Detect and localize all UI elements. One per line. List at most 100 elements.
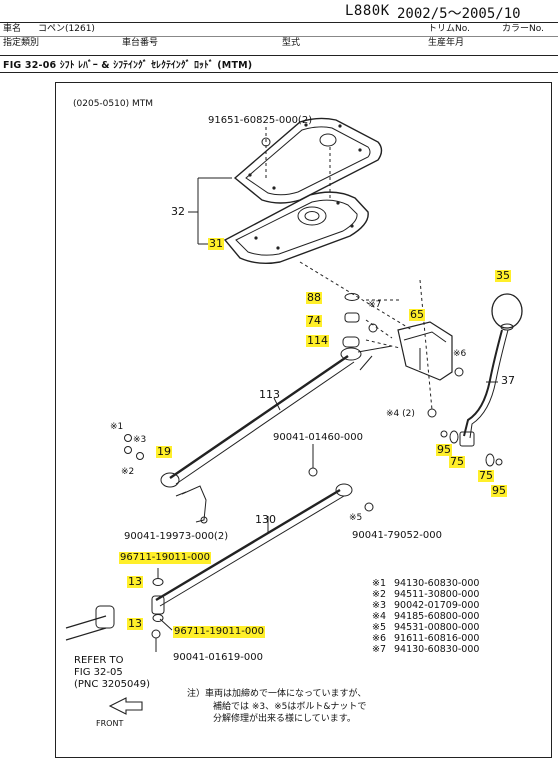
shaft-joint [95,605,115,629]
front-arrow [108,697,143,715]
refer-line-1: REFER TO [74,655,124,666]
repair-note: 注）車両は加締めで一体になっていますが、 補給では ※3、※5はボルト&ナットで… [187,688,366,726]
figure-title: FIG 32-06 ｼﾌﾄ ﾚﾊﾞｰ & ｼﾌﾃｲﾝｸﾞ ｾﾚｸﾃｲﾝｸﾞ ﾛｯ… [3,60,253,71]
washer-marker-7 [368,323,378,333]
callout-114: 114 [306,334,329,347]
nut-95-lower [495,458,503,466]
callout-31: 31 [208,237,224,250]
vehicle-name-label: 車名 [3,24,22,34]
callout-95-upper: 95 [436,443,452,456]
shift-boot-plate-inner [235,199,358,256]
bush-74 [344,312,360,323]
bolt-marker-01460 [308,467,318,477]
figure-title-bar: FIG 32-06 ｼﾌﾄ ﾚﾊﾞｰ & ｼﾌﾃｲﾝｸﾞ ｾﾚｸﾃｲﾝｸﾞ ﾛｯ… [0,56,558,73]
model-code: L880K [345,3,390,19]
figure-subtitle: (0205-0510) MTM [73,99,153,109]
nut-marker-4 [427,408,437,418]
bushing-13-upper [152,578,164,586]
shifting-rod-130 [155,488,341,602]
marker-1: ※1 [110,422,124,432]
rod-bracket [181,485,207,523]
marker-6: ※6 [453,349,467,359]
shift-lever-housing-65 [397,321,453,381]
callout-75-upper: 75 [449,455,465,468]
washer-75-lower [485,453,495,467]
callout-90041-19973: 90041-19973-000(2) [124,531,229,542]
callout-96711-lower: 96711-19011-000 [173,626,265,638]
front-label: FRONT [96,719,124,728]
washer-marker-6 [454,367,464,377]
header-grid: 車名 コペン(1261) 指定類別 車台番号 型式 トリムNo. カラーNo. … [0,22,558,56]
callout-74: 74 [306,314,322,327]
production-label: 生産年月 [428,38,465,48]
callout-75-lower: 75 [478,469,494,482]
marker-3: ※3 [133,435,147,445]
transmission-shaft [65,615,107,641]
callout-130: 130 [255,513,276,526]
boot-plate-center-ring [304,211,320,221]
designated-category-label: 指定類別 [3,38,40,48]
shift-boot-cover-outer [233,117,383,204]
nut-95-upper [440,430,448,438]
callout-13-upper: 13 [127,575,143,588]
shift-boot-plate [223,191,369,265]
color-label: カラーNo. [502,24,544,34]
callout-13-lower: 13 [127,617,143,630]
rod-113-upper-eye [340,347,362,361]
clip-88 [344,293,360,301]
shift-knob-35 [491,293,523,329]
date-range: 2002/5～2005/10 [397,6,521,22]
refer-line-3: (PNC 3205049) [74,679,151,690]
boot-plate-center-hole [297,206,327,226]
callout-90041-01460: 90041-01460-000 [273,432,363,443]
bracket-32 [197,177,232,245]
callout-96711-upper: 96711-19011-000 [119,552,211,564]
callout-35: 35 [495,269,511,282]
shift-lever-rod-37 [463,329,503,437]
refer-line-2: FIG 32-05 [74,667,123,678]
callout-95-lower: 95 [491,484,507,497]
note-line-3: 分解修理が出来る様にしています。 [213,714,356,724]
shift-boot-cover-inner [245,126,371,196]
washer-75-upper [449,430,459,444]
bush-114 [342,336,360,348]
model-label: 型式 [282,38,301,48]
rod-130-upper-eye [335,483,353,497]
callout-91651: 91651-60825-000(2) [208,115,313,126]
marker-7-top: ※7 [368,300,382,310]
marker-5: ※5 [349,513,363,523]
header-divider [0,36,558,37]
callout-90041-01619: 90041-01619-000 [173,652,263,663]
trim-label: トリムNo. [428,24,470,34]
rod-113-lower-eye [160,472,180,488]
boot-cover-hole [319,133,337,147]
callout-113: 113 [259,388,280,401]
diagram-frame [55,82,552,758]
bolt-marker-bottom [151,629,161,639]
note-line-2: 補給では ※3、※5はボルト&ナットで [213,701,367,712]
marker-2: ※2 [121,467,135,477]
callout-19: 19 [156,445,172,458]
callout-32: 32 [171,205,185,218]
marker-4: ※4 (2) [386,409,415,419]
selecting-rod-113 [169,355,349,479]
refer-to-note: REFER TO FIG 32-05 (PNC 3205049) [74,655,150,691]
note-line-1: 注）車両は加締めで一体になっていますが、 [187,689,367,699]
callout-37: 37 [501,374,515,387]
lever-lower-end [459,431,475,447]
callout-88: 88 [306,291,322,304]
bolt-marker-79052 [364,502,374,512]
header-top: L880K 2002/5～2005/10 [0,0,558,22]
bolt-marker-top [261,137,271,147]
callout-90041-79052: 90041-79052-000 [352,530,442,541]
chassis-number-label: 車台番号 [122,38,159,48]
